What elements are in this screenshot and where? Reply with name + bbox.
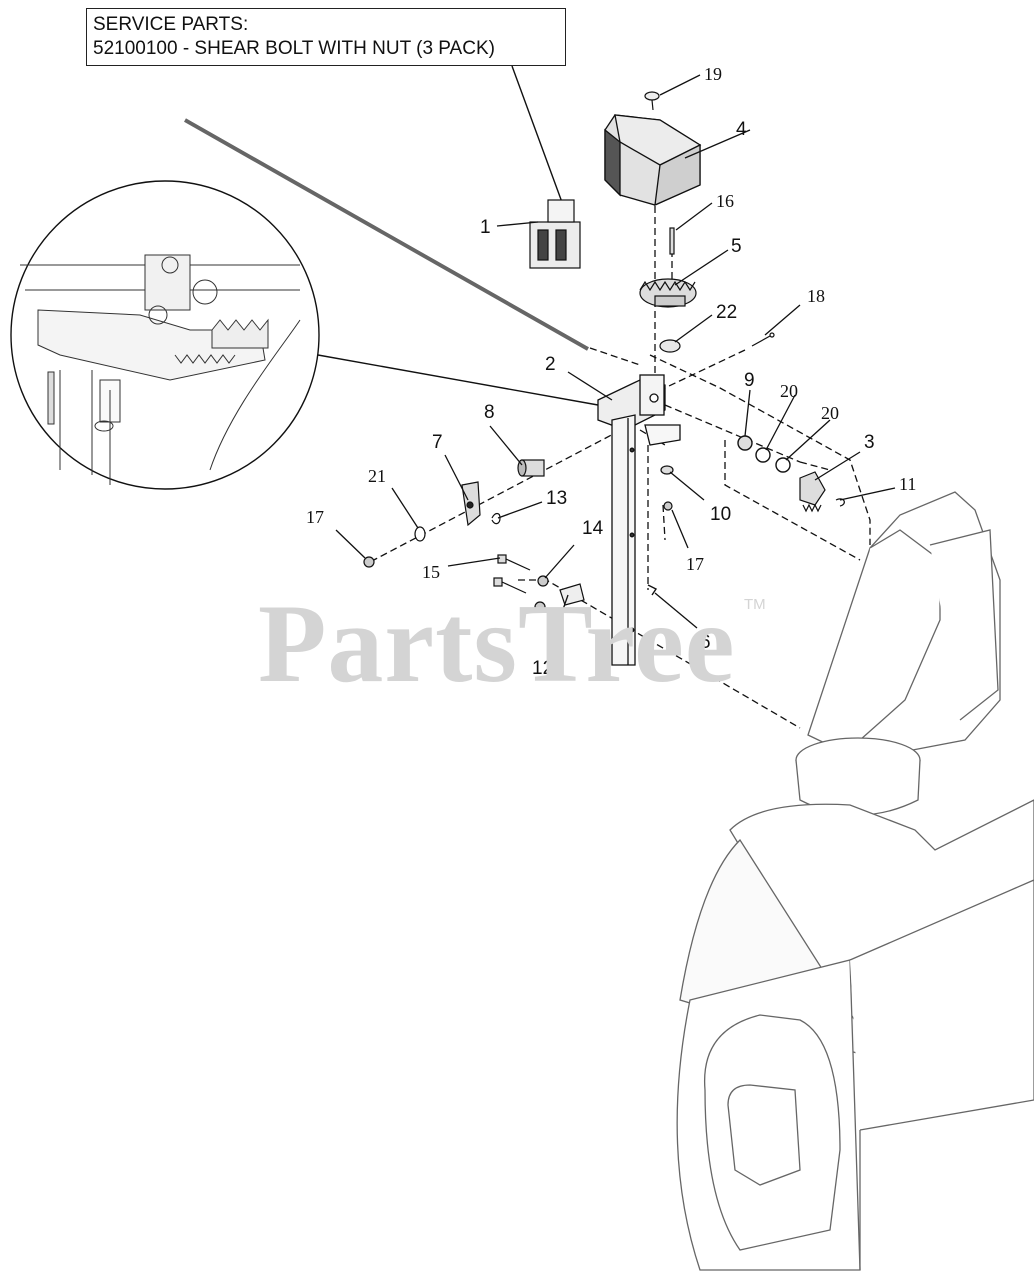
callout-1: 1	[480, 217, 491, 238]
trademark-mark: TM	[744, 596, 766, 613]
detail-inset-circle	[10, 180, 320, 490]
callout-17-middle: 17	[686, 554, 704, 574]
part-4-cap	[604, 114, 702, 207]
callout-15: 15	[422, 562, 440, 582]
callout-16: 16	[716, 191, 734, 211]
part-17-nut-left	[363, 556, 375, 568]
part-7-pawl	[461, 481, 481, 527]
callout-12: 12	[532, 658, 553, 679]
callout-2: 2	[545, 354, 556, 375]
part-20-washer-a	[755, 447, 771, 463]
part-21-washer	[414, 526, 426, 542]
callout-21: 21	[368, 466, 386, 486]
part-18-pin	[751, 332, 775, 347]
callout-7: 7	[432, 432, 443, 453]
part-6-cotter	[647, 584, 658, 596]
snow-chute	[795, 491, 1001, 816]
callout-6: 6	[700, 632, 711, 653]
callout-leaders	[335, 74, 896, 654]
callout-3: 3	[864, 432, 875, 453]
assembly-lines	[369, 140, 871, 729]
part-22-washer	[659, 339, 681, 353]
callout-5: 5	[731, 236, 742, 257]
callout-20-b: 20	[821, 403, 839, 423]
part-5-gear	[639, 278, 697, 308]
callout-19: 19	[704, 64, 722, 84]
service-parts-box: SERVICE PARTS: 52100100 - SHEAR BOLT WIT…	[86, 8, 566, 66]
part-1-bracket	[529, 199, 581, 269]
part-17-nut-middle	[663, 501, 673, 511]
part-19-screw	[644, 91, 660, 111]
part-11-clip	[835, 498, 845, 507]
callout-20-a: 20	[780, 381, 798, 401]
part-16-pin	[669, 227, 675, 255]
service-parts-heading: SERVICE PARTS:	[93, 14, 249, 35]
callout-4: 4	[736, 119, 747, 140]
part-8-spacer	[517, 459, 545, 477]
callout-13: 13	[546, 488, 567, 509]
callout-14: 14	[582, 518, 604, 539]
part-2-bracket-tube	[597, 374, 681, 666]
part-13-spring	[491, 512, 501, 525]
part-9-washer	[737, 435, 753, 451]
partstree-watermark: PartsTree	[258, 582, 736, 706]
callout-17-left: 17	[306, 507, 324, 527]
callout-22: 22	[716, 302, 737, 323]
part-20-washer-b	[775, 457, 791, 473]
part-3-gear	[799, 471, 826, 513]
callout-labels: 1 2 3 4 5 6 7 8 9 10 11 12 13 14 15 16 1…	[306, 64, 916, 679]
callout-10: 10	[710, 504, 731, 525]
callout-18: 18	[807, 286, 825, 306]
part-14-nuts	[534, 575, 549, 613]
chute-control-rod	[184, 116, 589, 351]
auger-housing	[676, 799, 1034, 1271]
callout-8: 8	[484, 402, 495, 423]
callout-11: 11	[899, 474, 916, 494]
service-parts-item: 52100100 - SHEAR BOLT WITH NUT (3 PACK)	[93, 38, 495, 59]
callout-9: 9	[744, 370, 755, 391]
part-15-bolts	[493, 554, 531, 594]
